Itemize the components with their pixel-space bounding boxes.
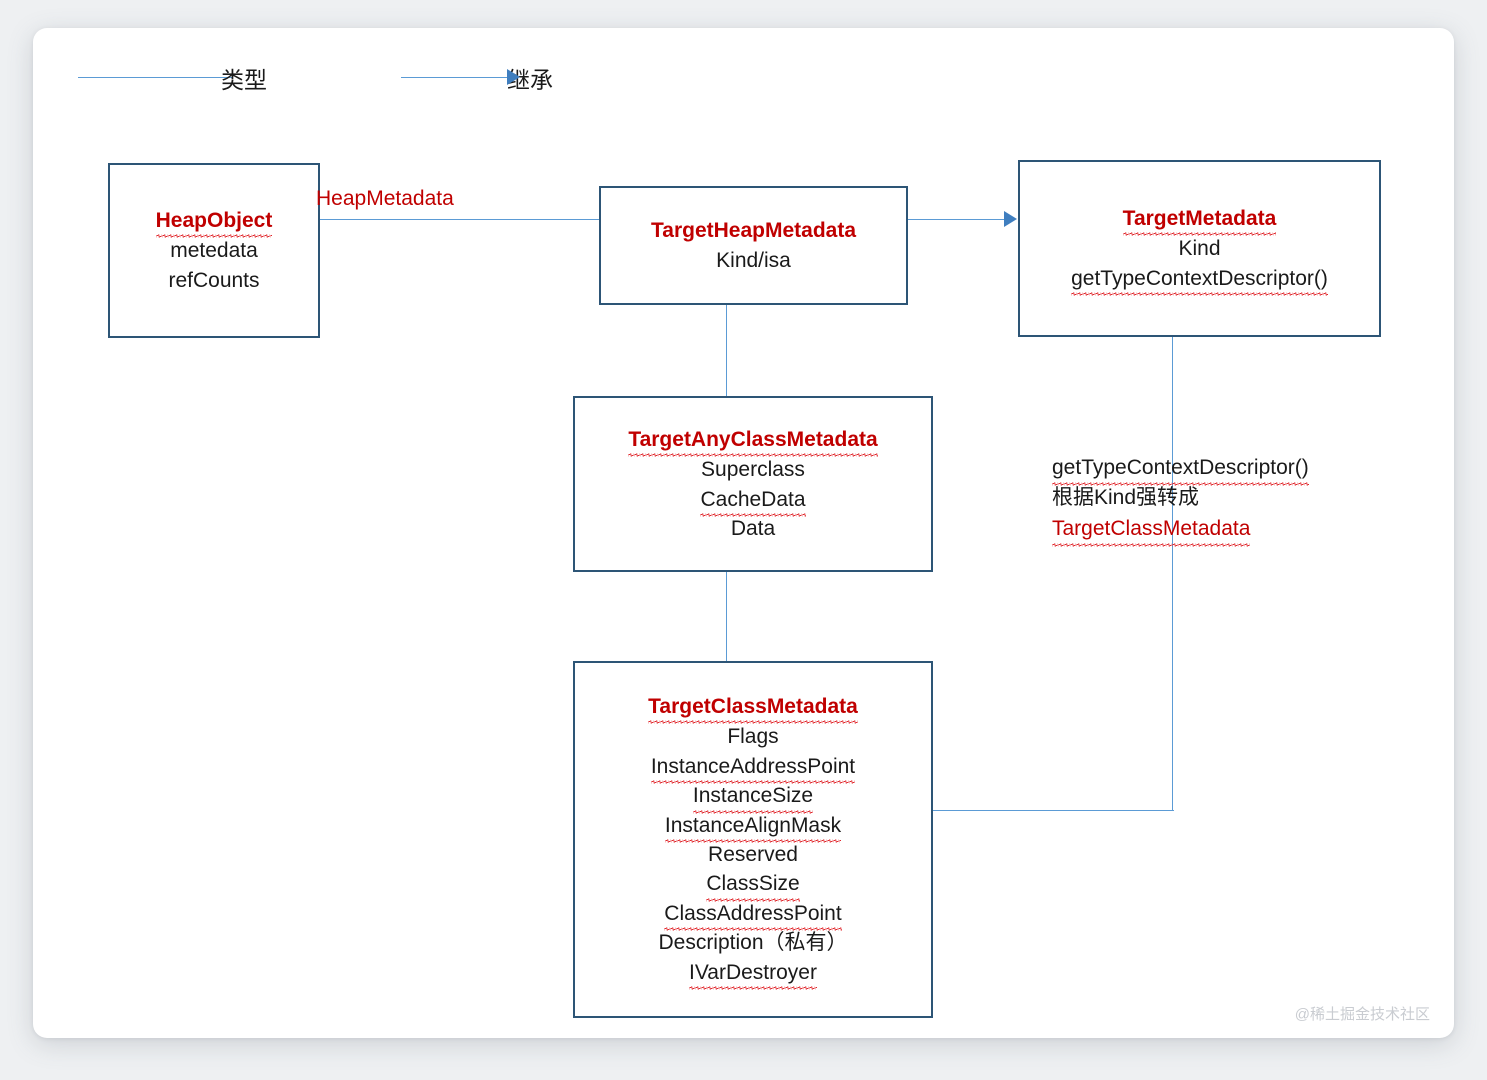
node-target-class-metadata-field-2: InstanceSize xyxy=(692,781,814,815)
node-heap-object-title-text: HeapObject xyxy=(155,206,272,239)
node-target-any-class-metadata-title-text: TargetAnyClassMetadata xyxy=(628,425,879,458)
annotation-line-2: 根据Kind强转成 xyxy=(1052,486,1200,510)
node-target-class-metadata-field-5: ClassSize xyxy=(706,869,801,903)
edge-targetheapmetadata-to-targetmetadata xyxy=(875,219,1006,220)
node-target-class-metadata-field-3-text: InstanceAlignMask xyxy=(664,811,842,844)
edge-classmeta-to-anyclass xyxy=(726,549,727,664)
node-target-heap-metadata-title-text: TargetHeapMetadata xyxy=(651,218,856,242)
node-target-class-metadata-field-6: ClassAddressPoint xyxy=(664,899,843,932)
annotation-line-1-text: getTypeContextDescriptor() xyxy=(1052,453,1309,487)
node-target-any-class-metadata-field-1: CacheData xyxy=(700,485,806,518)
node-target-heap-metadata[interactable]: TargetHeapMetadata Kind/isa xyxy=(599,186,908,305)
legend-type-line xyxy=(78,77,233,78)
node-target-class-metadata-field-1-text: InstanceAddressPoint xyxy=(650,752,856,785)
node-heap-object[interactable]: HeapObject metedata refCounts xyxy=(108,163,320,338)
node-target-metadata-field-1-text: getTypeContextDescriptor() xyxy=(1071,264,1328,297)
diagram-canvas: 类型 继承 HeapMetadata HeapObject metedata r… xyxy=(33,28,1454,1038)
node-target-class-metadata-field-5-text: ClassSize xyxy=(706,869,801,903)
node-target-class-metadata-field-6-text: ClassAddressPoint xyxy=(664,899,843,932)
node-target-class-metadata-field-8: IVarDestroyer xyxy=(689,958,817,991)
node-target-any-class-metadata-title: TargetAnyClassMetadata xyxy=(628,425,879,458)
node-target-class-metadata-field-3: InstanceAlignMask xyxy=(664,811,842,844)
node-heap-object-title: HeapObject xyxy=(155,206,272,239)
node-target-any-class-metadata[interactable]: TargetAnyClassMetadata Superclass CacheD… xyxy=(573,396,933,572)
edge-targetmetadata-down-segment xyxy=(1172,309,1173,811)
annotation-line-1: getTypeContextDescriptor() xyxy=(1052,453,1392,487)
node-target-class-metadata[interactable]: TargetClassMetadata Flags InstanceAddres… xyxy=(573,661,933,1018)
annotation-get-type-context-descriptor: getTypeContextDescriptor() 根据Kind强转成 Tar… xyxy=(1052,453,1392,548)
node-target-class-metadata-title-text: TargetClassMetadata xyxy=(648,692,858,725)
watermark: @稀土掘金技术社区 xyxy=(1294,1006,1430,1023)
node-target-class-metadata-field-0: Flags xyxy=(727,725,779,749)
node-target-any-class-metadata-field-0: Superclass xyxy=(701,458,805,482)
node-target-class-metadata-field-7: Description（私有） xyxy=(658,931,848,955)
legend-inherit-arrow-icon xyxy=(507,69,520,85)
node-target-heap-metadata-field-0: Kind/isa xyxy=(716,249,791,272)
node-target-metadata[interactable]: TargetMetadata Kind getTypeContextDescri… xyxy=(1018,160,1381,337)
edge-heapobject-to-targetheapmetadata xyxy=(253,219,599,220)
node-target-metadata-field-1: getTypeContextDescriptor() xyxy=(1071,264,1328,297)
node-target-any-class-metadata-field-1-text: CacheData xyxy=(700,485,806,518)
edge-anyclass-to-targetheapmetadata xyxy=(726,282,727,399)
node-target-metadata-title: TargetMetadata xyxy=(1122,204,1276,237)
node-target-class-metadata-field-1: InstanceAddressPoint xyxy=(650,752,856,785)
annotation-line-3-text: TargetClassMetadata xyxy=(1052,514,1251,548)
node-target-class-metadata-field-8-text: IVarDestroyer xyxy=(689,958,817,991)
edge-targetmetadata-to-classmeta-segment xyxy=(905,810,1174,811)
node-target-class-metadata-field-4: Reserved xyxy=(708,843,798,866)
node-target-metadata-field-0: Kind xyxy=(1178,237,1221,261)
edge-label-heapmetadata: HeapMetadata xyxy=(316,187,454,210)
node-target-any-class-metadata-field-2: Data xyxy=(730,516,776,540)
node-target-class-metadata-field-2-text: InstanceSize xyxy=(692,781,814,815)
legend-type-label: 类型 xyxy=(221,67,267,93)
node-target-heap-metadata-title: TargetHeapMetadata xyxy=(651,216,856,245)
node-heap-object-field-0: metedata xyxy=(170,239,258,263)
diagram-card: 类型 继承 HeapMetadata HeapObject metedata r… xyxy=(33,28,1454,1038)
arrow-targetheapmetadata-to-targetmetadata-icon xyxy=(1004,211,1017,227)
node-heap-object-field-1: refCounts xyxy=(168,268,260,292)
node-target-class-metadata-title: TargetClassMetadata xyxy=(648,692,858,725)
node-target-metadata-title-text: TargetMetadata xyxy=(1122,204,1276,237)
legend-inherit-line xyxy=(401,77,509,78)
annotation-line-3: TargetClassMetadata xyxy=(1052,514,1392,548)
